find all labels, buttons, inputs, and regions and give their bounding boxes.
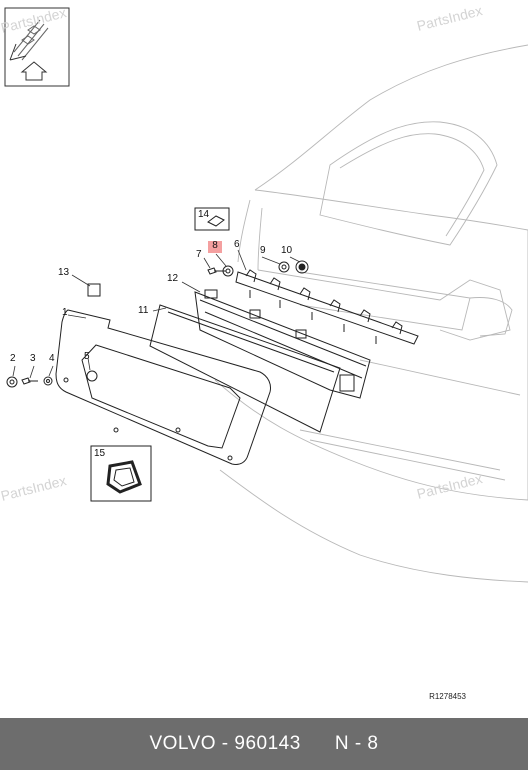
parts-diagram: PartsIndex PartsIndex PartsIndex PartsIn… — [0, 2, 528, 701]
part-6-bracket-rail — [235, 269, 419, 345]
callout-9: 9 — [260, 245, 266, 256]
callout-5: 5 — [84, 351, 90, 362]
orientation-inset — [4, 7, 70, 87]
callout-12: 12 — [167, 273, 179, 284]
part-4-washer — [43, 376, 53, 386]
leader-lines — [12, 249, 301, 379]
part-7-bolt — [207, 267, 226, 275]
part-8-washer — [222, 265, 234, 277]
up-arrow-icon — [20, 61, 48, 81]
diagram-drawing — [4, 7, 528, 583]
footer-bar: VOLVO - 960143 N - 8 — [0, 718, 528, 770]
section-label: N - 8 — [334, 733, 379, 754]
part-9-nut — [278, 261, 290, 273]
reference-code: R1278453 — [429, 692, 466, 701]
part-3-screw — [21, 377, 38, 385]
part-number-label: VOLVO - 960143 — [149, 733, 301, 754]
callout-7: 7 — [196, 249, 202, 260]
callout-11: 11 — [138, 305, 149, 316]
callout-10: 10 — [281, 245, 293, 256]
part-13-cap — [87, 283, 101, 297]
callout-2: 2 — [10, 353, 16, 364]
part-10-nut — [295, 260, 309, 274]
part-1-trim-panel — [55, 309, 271, 465]
vehicle-outline — [214, 44, 528, 583]
callout-4: 4 — [49, 353, 55, 364]
callout-1: 1 — [62, 307, 68, 318]
callout-15: 15 — [94, 448, 106, 459]
part-14-clip — [194, 207, 230, 231]
callout-6: 6 — [234, 239, 240, 250]
part-15-gasket — [90, 445, 152, 502]
callout-3: 3 — [30, 353, 36, 364]
part-11-panel — [149, 304, 341, 433]
part-2-grommet — [6, 376, 18, 388]
callout-14: 14 — [198, 209, 210, 220]
part-12-housing — [194, 289, 371, 399]
callout-8-highlighted: 8 — [208, 241, 222, 253]
callout-13: 13 — [58, 267, 70, 278]
